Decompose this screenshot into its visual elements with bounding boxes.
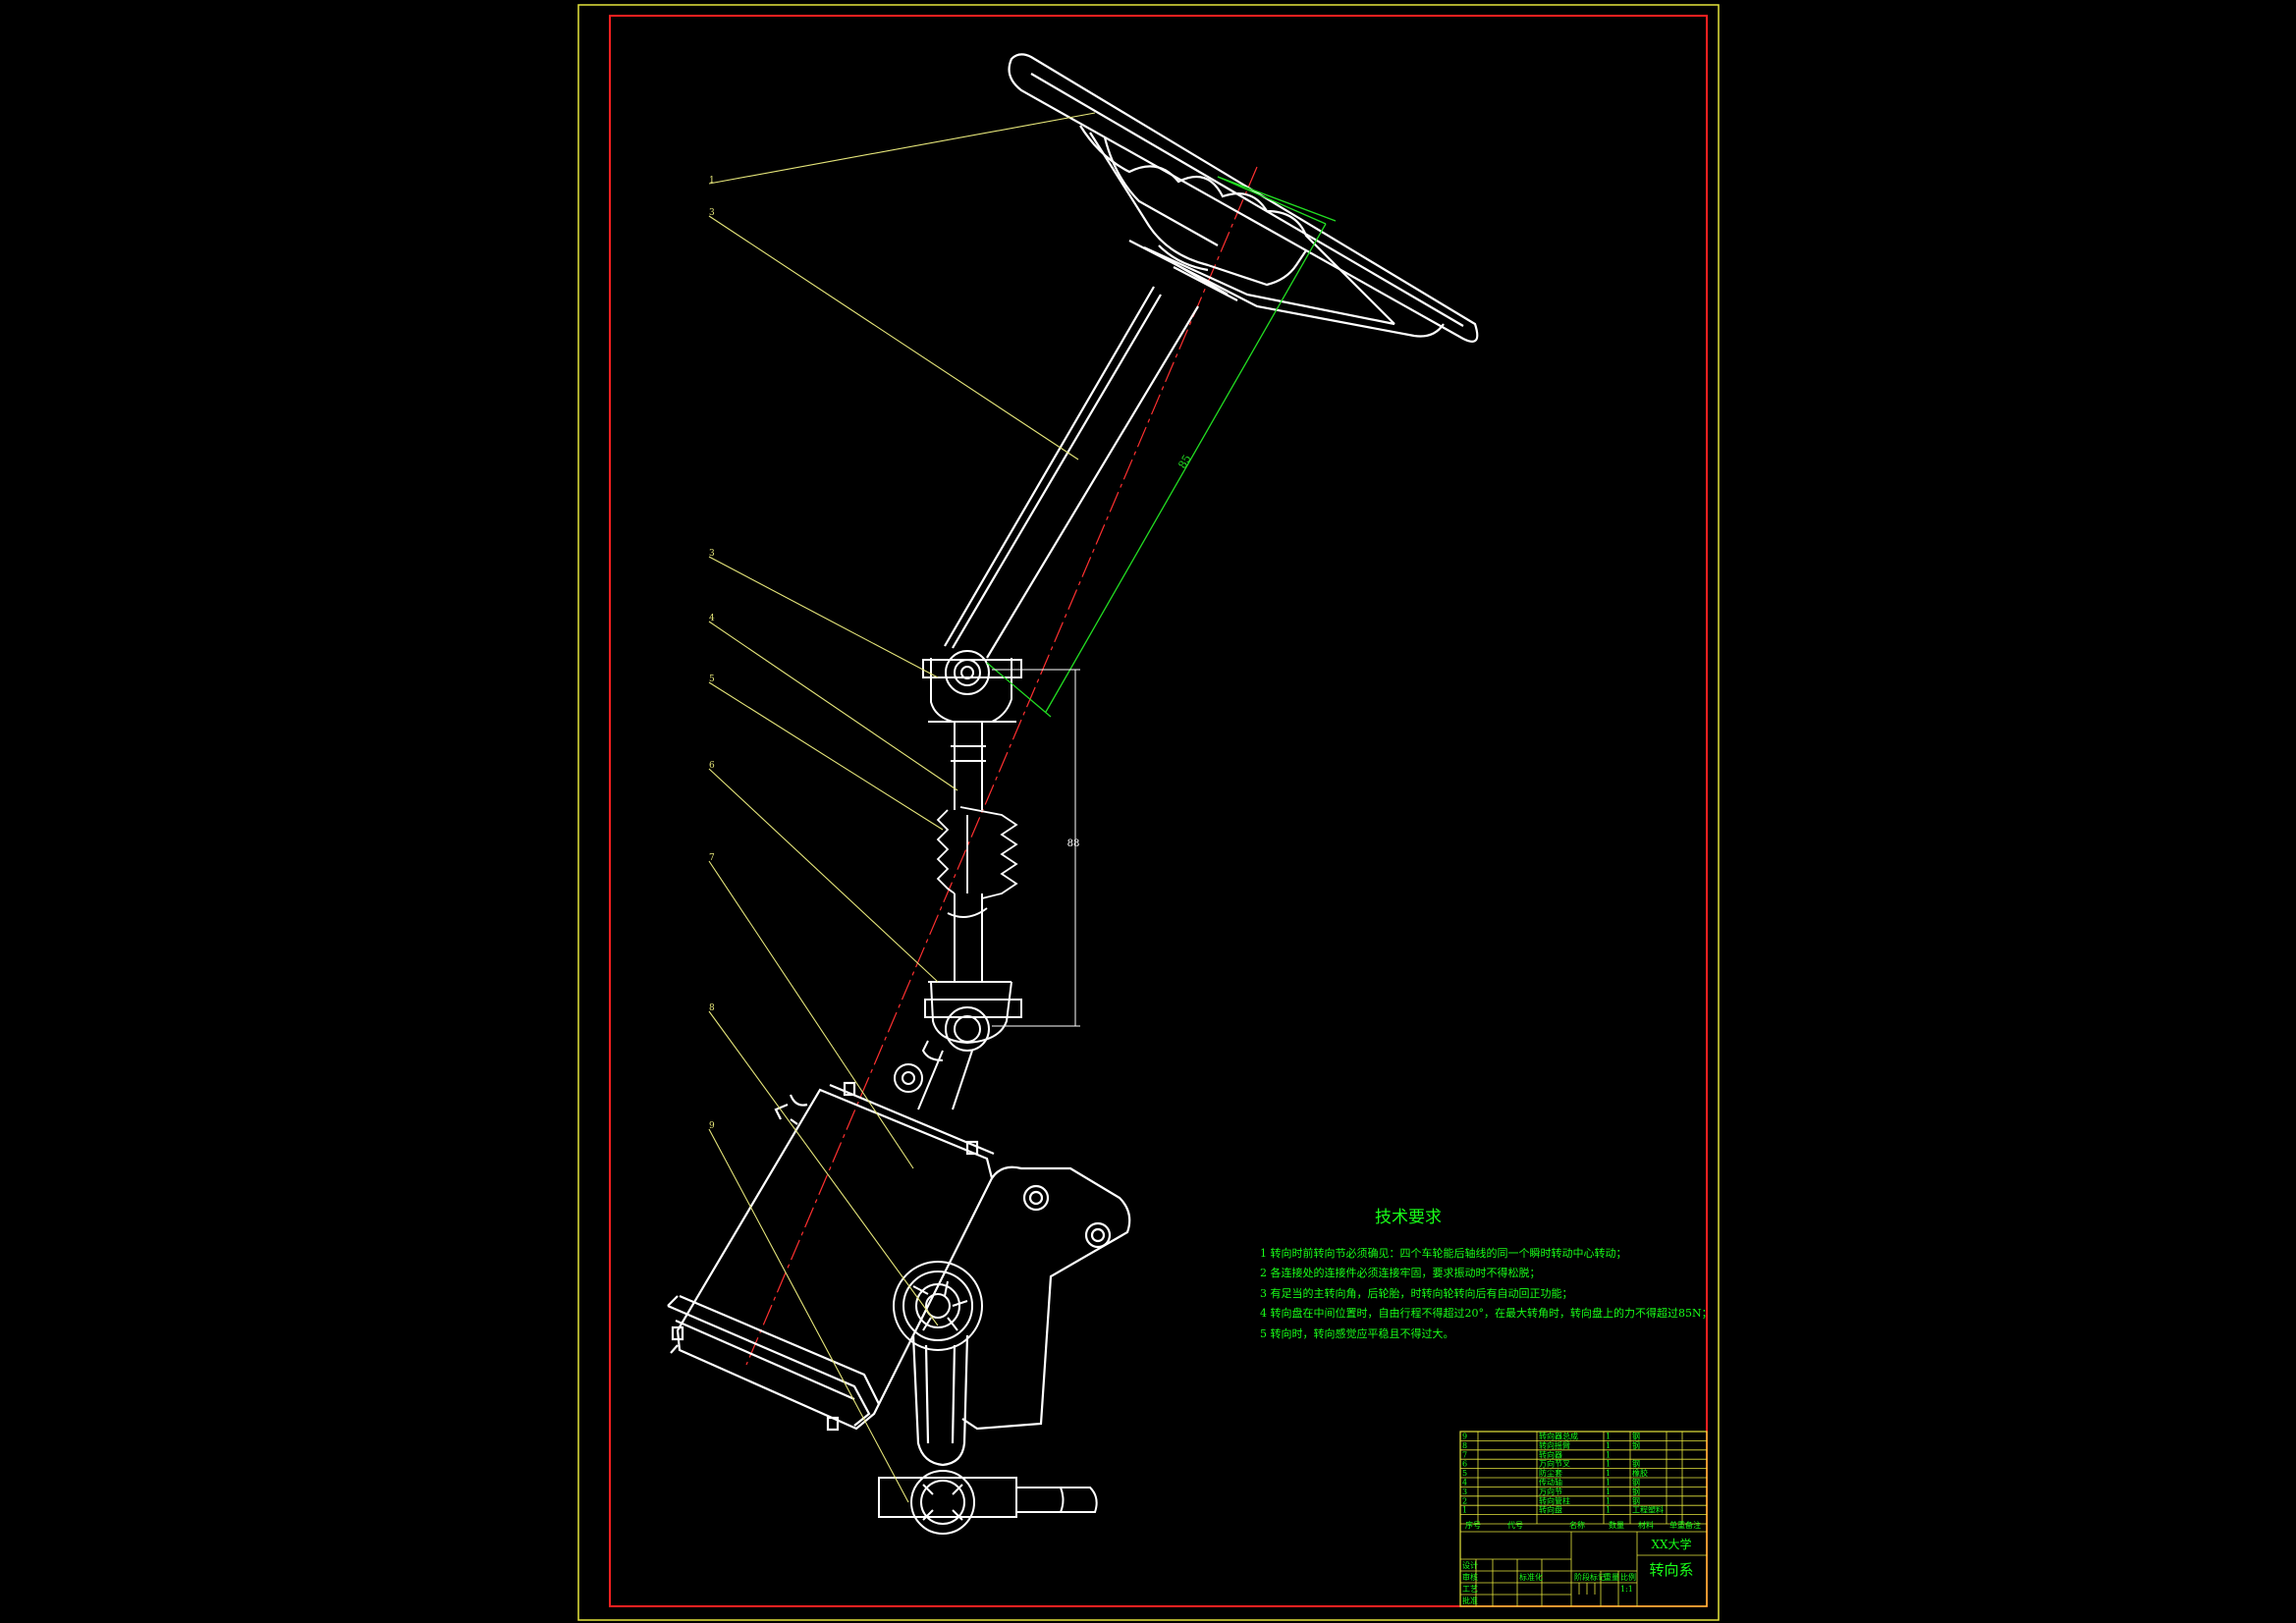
mounting-bracket (961, 1165, 1131, 1431)
parts-cell: 万向节 (1539, 1487, 1562, 1496)
parts-cell: 万向节叉 (1539, 1459, 1570, 1469)
parts-cell: 5 (1462, 1469, 1467, 1478)
dimension-lines (986, 176, 1337, 718)
parts-cell: 钢 (1632, 1432, 1640, 1441)
tech-req-item: 5 转向时，转向感觉应平稳且不得过大。 (1260, 1326, 1454, 1340)
header-cell: 材料 (1638, 1520, 1654, 1530)
parts-cell: 转向器 (1539, 1449, 1562, 1459)
header-cell: 数量 (1609, 1520, 1624, 1530)
balloon-label: 7 (709, 853, 715, 863)
parts-cell: 钢 (1632, 1487, 1640, 1496)
balloon-labels: 1 3 3 4 5 6 7 8 9 (709, 176, 715, 1131)
header-cell: 名称 (1569, 1520, 1585, 1530)
parts-cell: 8 (1462, 1441, 1467, 1450)
parts-header: 序号 代号 名称 数量 材料 单重 备注 (1465, 1520, 1701, 1530)
parts-cell: 9 (1462, 1433, 1467, 1441)
steering-axis-centerline (745, 166, 1258, 1366)
leader-lines (708, 112, 1096, 1503)
balloon-label: 9 (709, 1121, 715, 1131)
header-cell: 序号 (1465, 1520, 1481, 1530)
parts-cell: 工程塑料 (1632, 1505, 1664, 1515)
parts-cell: 转向盘 (1539, 1505, 1562, 1515)
stage-label: 比例 (1620, 1572, 1636, 1582)
balloon-label: 6 (709, 761, 715, 771)
sector-shaft (893, 1261, 983, 1351)
sign-label: 设计 (1462, 1560, 1478, 1570)
stage-label: 阶段标记 (1574, 1572, 1606, 1582)
balloon-label: 4 (709, 614, 715, 623)
dimension-lines-vertical (992, 669, 1080, 1027)
balloon-label: 8 (709, 1003, 715, 1013)
gearbox-input-shaft (894, 1050, 973, 1110)
parts-cell: 1 (1606, 1469, 1611, 1478)
parts-cell: 1 (1462, 1506, 1467, 1515)
inner-frame (609, 15, 1708, 1607)
dimension-label-shaft: 85 (1175, 453, 1193, 471)
stage-label: 重量 (1604, 1572, 1619, 1582)
parts-cell: 1 (1606, 1433, 1611, 1441)
header-cell: 代号 (1507, 1520, 1523, 1530)
parts-cell: 1 (1606, 1488, 1611, 1496)
parts-cell: 钢 (1632, 1478, 1640, 1488)
parts-cell: 1 (1606, 1460, 1611, 1469)
pitman-arm (911, 1334, 969, 1467)
sign-label: 标准化 (1519, 1572, 1543, 1582)
sign-label: 批准 (1462, 1596, 1478, 1605)
parts-cell: 转向摇臂 (1539, 1440, 1570, 1450)
parts-cell: 钢 (1632, 1495, 1640, 1505)
tech-req-item: 3 有足当的主转向角，后轮胎，时转向轮转向后有自动回正功能； (1260, 1286, 1573, 1300)
drawing-title: 转向系 (1649, 1561, 1693, 1579)
parts-cell: 转向器总成 (1539, 1432, 1578, 1441)
header-cell: 备注 (1685, 1520, 1701, 1530)
school-name: XX大学 (1651, 1537, 1691, 1551)
parts-cell: 传动轴 (1539, 1478, 1562, 1488)
tech-req-item: 4 转向盘在中间位置时，自由行程不得超过20°，在最大转角时，转向盘上的力不得超… (1260, 1306, 1713, 1320)
parts-cell: 1 (1606, 1479, 1611, 1488)
title-block-grid (1460, 1531, 1707, 1606)
steering-column (944, 286, 1199, 659)
header-cell: 单重 (1669, 1520, 1685, 1530)
steering-wheel (1008, 53, 1479, 343)
dust-boot (936, 806, 1018, 899)
balloon-label: 5 (709, 675, 715, 684)
title-block: 9 转向器总成 1 钢 8 转向摇臂 1 钢 7 转向器 1 6 万向节叉 1 钢 5 防尘套 1 橡胶 4 传动轴 1 钢… (1459, 1431, 1708, 1607)
sign-label: 工艺 (1462, 1585, 1478, 1594)
parts-cell: 7 (1462, 1450, 1467, 1459)
tech-req-title: 技术要求 (1375, 1208, 1442, 1227)
parts-cell: 3 (1462, 1488, 1467, 1496)
scale-value: 1:1 (1620, 1585, 1633, 1594)
parts-cell: 钢 (1632, 1440, 1640, 1450)
tech-req-item: 1 转向时前转向节必须确见：四个车轮能后轴线的同一个瞬时转动中心转动； (1260, 1246, 1627, 1260)
parts-cell: 1 (1606, 1496, 1611, 1505)
sign-label: 审核 (1462, 1572, 1478, 1582)
parts-cell: 1 (1606, 1441, 1611, 1450)
tech-req-item: 2 各连接处的连接件必须连接牢固，要求振动时不得松脱； (1260, 1266, 1541, 1279)
parts-cell: 钢 (1632, 1459, 1640, 1469)
drag-link-ball-joint (878, 1470, 1098, 1535)
dimension-label-intermediate: 88 (1067, 839, 1080, 849)
lower-universal-joint (921, 981, 1022, 1061)
parts-cell: 防尘套 (1539, 1468, 1562, 1478)
parts-cell: 1 (1606, 1506, 1611, 1515)
parts-cell: 橡胶 (1632, 1468, 1648, 1478)
upper-universal-joint (922, 650, 1022, 723)
balloon-label: 3 (709, 549, 715, 559)
intermediate-shaft (947, 722, 988, 982)
balloon-label: 1 (709, 176, 715, 186)
parts-cell: 4 (1462, 1479, 1467, 1488)
parts-cell: 1 (1606, 1450, 1611, 1459)
outer-frame (577, 4, 1720, 1621)
parts-cell: 2 (1462, 1496, 1467, 1505)
technical-requirements: 技术要求 1 转向时前转向节必须确见：四个车轮能后轴线的同一个瞬时转动中心转动；… (1260, 1208, 1713, 1340)
parts-cell: 6 (1462, 1460, 1467, 1469)
balloon-label: 3 (709, 208, 715, 218)
parts-cell: 转向管柱 (1539, 1495, 1570, 1505)
